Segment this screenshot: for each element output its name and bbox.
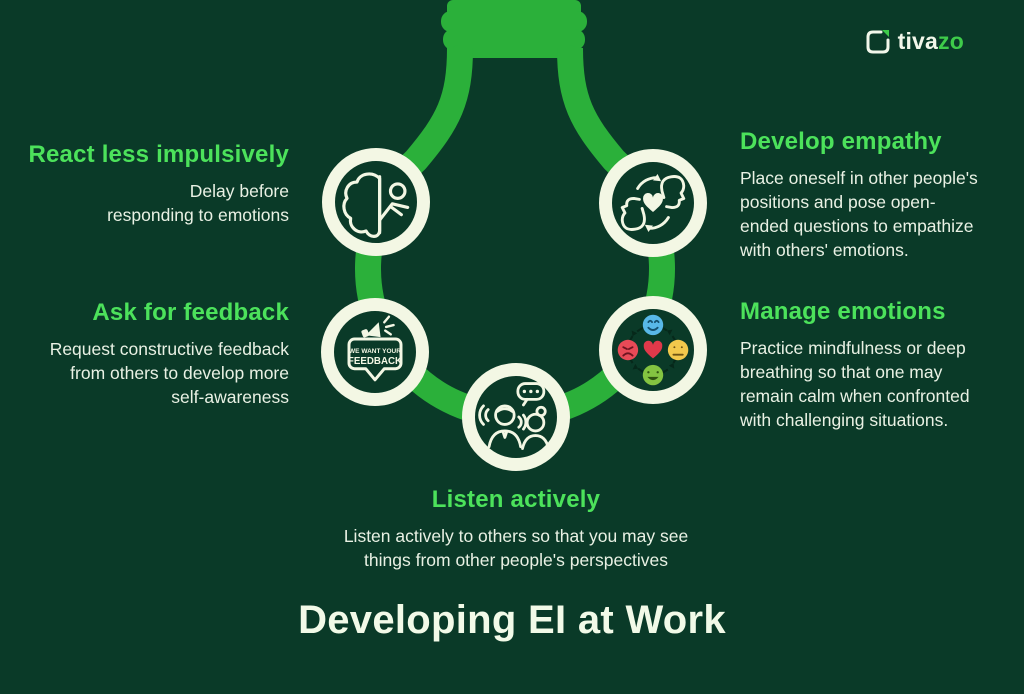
tivazo-capture-square-icon xyxy=(866,29,890,53)
brain-person-icon xyxy=(342,172,410,238)
empathy-desc-line: Place oneself in other people's xyxy=(740,168,978,188)
feedback-desc-line: from others to develop more xyxy=(70,363,289,384)
emotions-description: Practice mindfulness or deep breathing s… xyxy=(740,336,1000,433)
react-desc-line: Delay before xyxy=(189,181,289,201)
bulb-screw-cap xyxy=(441,0,587,58)
emotions-desc-line: breathing so that one may xyxy=(740,362,943,383)
react-desc-line: responding to emotions xyxy=(107,205,289,226)
feedback-desc-line: Request constructive feedback xyxy=(49,339,289,359)
feedback-desc-line: self-awareness xyxy=(171,387,289,408)
listen-desc-line: Listen actively to others so that you ma… xyxy=(343,526,689,546)
empathy-desc-line: ended questions to empathize xyxy=(740,216,974,237)
react-node xyxy=(322,148,430,256)
feedback-icon-text-bottom: FEEDBACK xyxy=(348,356,402,367)
empathy-desc-line: positions and pose open- xyxy=(740,192,936,213)
empathy-heads-heart-icon xyxy=(620,174,686,232)
listen-desc-line: things from other people's perspectives xyxy=(364,550,668,571)
tivazo-logo-text: tivazo xyxy=(898,28,964,55)
feedback-node: WE WANT YOUR FEEDBACK xyxy=(321,298,429,406)
emotions-desc-line: with challenging situations. xyxy=(740,410,949,431)
empathy-heading: Develop empathy xyxy=(740,128,942,155)
tivazo-logo: tivazo xyxy=(865,28,964,55)
listening-people-icon xyxy=(478,382,550,450)
empathy-node xyxy=(599,149,707,257)
emotions-heading: Manage emotions xyxy=(740,298,946,325)
feedback-description: Request constructive feedback from other… xyxy=(20,337,289,409)
feedback-icon-text-top: WE WANT YOUR xyxy=(349,348,401,355)
feedback-heading: Ask for feedback xyxy=(92,299,289,326)
listen-description: Listen actively to others so that you ma… xyxy=(262,524,770,572)
listen-heading: Listen actively xyxy=(431,486,601,513)
page-title: Developing EI at Work xyxy=(298,598,726,642)
logo-text-white: tiva xyxy=(897,28,939,54)
logo-text-green: zo xyxy=(938,28,964,54)
empathy-description: Place oneself in other people's position… xyxy=(740,166,1000,263)
emotions-desc-line: remain calm when confronted xyxy=(740,386,970,407)
emotions-node xyxy=(599,296,707,404)
empathy-desc-line: with others' emotions. xyxy=(740,240,909,261)
react-description: Delay before responding to emotions xyxy=(20,179,289,227)
emoji-cycle-heart-icon xyxy=(617,314,689,386)
emotions-desc-line: Practice mindfulness or deep xyxy=(740,338,966,358)
listen-node xyxy=(462,363,570,471)
feedback-speech-bubble-icon: WE WANT YOUR FEEDBACK xyxy=(347,315,403,382)
react-heading: React less impulsively xyxy=(28,141,289,168)
